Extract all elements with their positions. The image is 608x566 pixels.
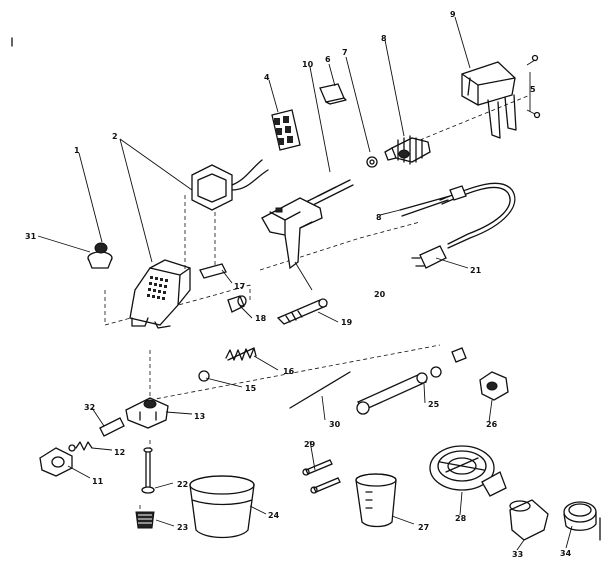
part-33-cap [509, 499, 549, 541]
callout-22: 22 [177, 480, 188, 489]
callout-23: 23 [177, 523, 188, 532]
part-28-gauge [429, 445, 507, 497]
part-23-filter [135, 511, 155, 529]
callout-25: 25 [428, 400, 440, 409]
part-24-container [189, 475, 255, 539]
part-7-nut [366, 156, 378, 168]
part-34-ring [563, 501, 597, 531]
callout-12: 12 [114, 448, 125, 457]
callout-16: 16 [283, 367, 295, 376]
callout-30: 30 [329, 420, 341, 429]
part-21-power-cord [399, 182, 516, 269]
callout-29: 29 [304, 440, 316, 449]
part-8-pump-fitting [384, 135, 431, 165]
part-1-housing [129, 259, 191, 329]
part-17-trigger [199, 263, 227, 279]
part-4-terminal-block [271, 109, 301, 151]
part-30-wire [289, 371, 351, 409]
part-20-gun-body [261, 197, 323, 270]
part-12-spring [68, 441, 93, 452]
callout-18: 18 [255, 314, 267, 323]
part-9-cover [461, 61, 517, 139]
callout-9: 9 [450, 10, 456, 19]
callout-1: 1 [74, 146, 80, 155]
leader-lines [37, 16, 573, 551]
part-16-spring [225, 347, 257, 361]
part-18-valve [227, 295, 247, 313]
margin-marks [11, 37, 601, 541]
part-26-nozzle-cap [479, 371, 509, 401]
callout-7: 7 [342, 48, 348, 57]
part-31-knob [87, 242, 113, 269]
callout-11: 11 [92, 477, 104, 486]
callout-32: 32 [84, 403, 95, 412]
part-6-bracket [319, 83, 347, 105]
callout-4: 4 [264, 73, 270, 82]
callout-labels: 1 2 4 5 6 7 8 9 10 11 12 13 15 16 17 18 … [25, 10, 572, 559]
callout-24: 24 [268, 511, 280, 520]
callout-27: 27 [418, 523, 429, 532]
part-32-tip [99, 417, 125, 437]
callout-20: 20 [374, 290, 386, 299]
callout-10: 10 [302, 60, 314, 69]
callout-17: 17 [234, 282, 245, 291]
callout-8: 8 [381, 34, 387, 43]
callout-15: 15 [245, 384, 257, 393]
callout-5: 5 [530, 85, 536, 94]
part-27-cup [355, 473, 397, 528]
callout-31: 31 [25, 232, 37, 241]
callout-2: 2 [112, 132, 118, 141]
part-19-piston [276, 298, 328, 325]
callout-28: 28 [455, 514, 467, 523]
callout-8-cord: 8 [376, 213, 382, 222]
part-11-nozzle [39, 447, 73, 477]
part-2-coil [191, 159, 269, 211]
callout-26: 26 [486, 420, 498, 429]
part-5-screws [526, 54, 541, 119]
callout-21: 21 [470, 266, 482, 275]
part-15-o-ring [198, 370, 210, 382]
part-29-screws [302, 459, 341, 494]
callout-19: 19 [341, 318, 353, 327]
callout-33: 33 [512, 550, 523, 559]
callout-34: 34 [560, 549, 572, 558]
callout-6: 6 [325, 55, 331, 64]
part-25-tube [356, 347, 467, 415]
part-22-pickup-tube [141, 447, 155, 494]
part-13-nozzle-base [125, 397, 169, 429]
callout-13: 13 [194, 412, 205, 421]
